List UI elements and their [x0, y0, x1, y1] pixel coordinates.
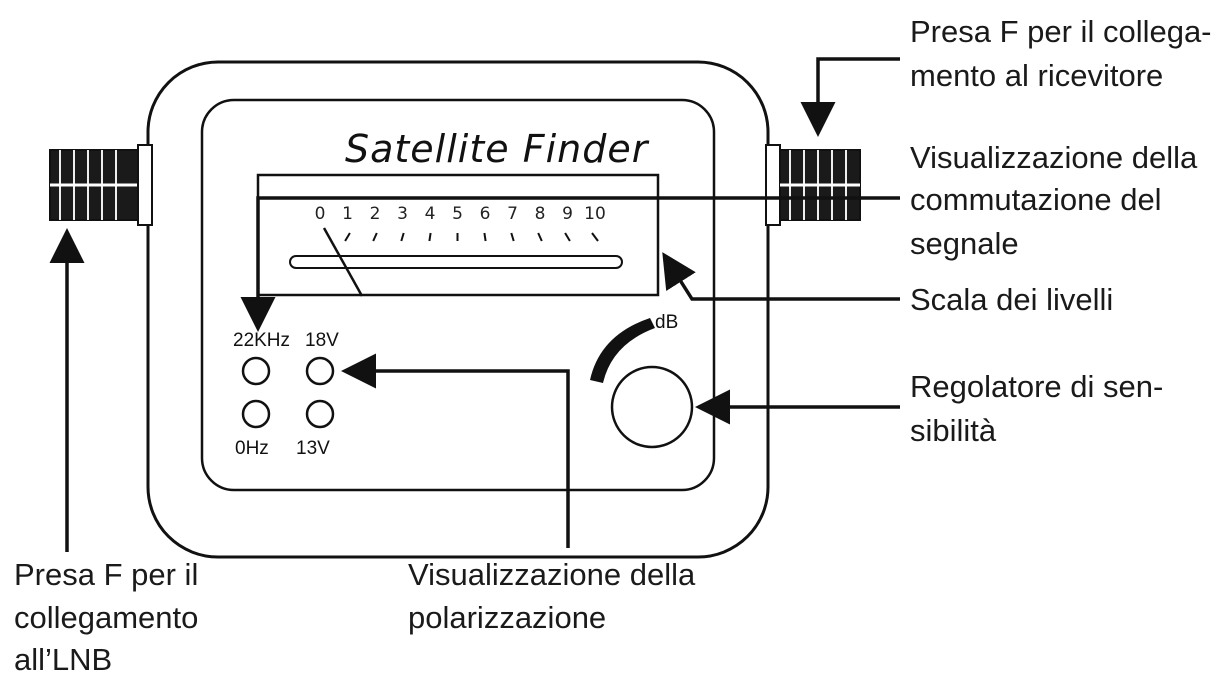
led-label-0hz: 0Hz: [235, 438, 269, 459]
scale-number: 6: [480, 204, 491, 224]
scale-number: 7: [507, 204, 518, 224]
callout-lnb-line-3: all’LNB: [14, 642, 112, 677]
scale-number: 10: [584, 204, 606, 224]
scale-number: 9: [562, 204, 573, 224]
receiver-f-connector: [765, 144, 861, 226]
device-brand: Satellite Finder: [345, 127, 650, 171]
scale-tick: [428, 232, 432, 242]
sensitivity-knob-assembly: dB: [590, 312, 694, 449]
scale-number: 5: [452, 204, 463, 224]
callout-signal-line-1: Visualizzazione della: [910, 140, 1198, 175]
led-18v: [305, 356, 335, 386]
scale-tick: [400, 232, 405, 242]
callout-lnb-line-2: collegamento: [14, 600, 198, 635]
arrow-level-scale: [662, 252, 900, 301]
lnb-f-connector: [49, 144, 153, 226]
callout-polarization: Visualizzazione della polarizzazione: [408, 557, 696, 635]
callout-polarization-line-1: Visualizzazione della: [408, 557, 696, 592]
callout-receiver-line-1: Presa F per il collega-: [910, 14, 1212, 49]
scale-number: 3: [397, 204, 408, 224]
scale-tick: [483, 232, 487, 242]
scale-tick: [344, 232, 351, 242]
arrow-receiver-connector: [800, 57, 900, 137]
callout-lnb-line-1: Presa F per il: [14, 557, 198, 592]
arrow-signal-switch: [240, 196, 900, 332]
scale-tick: [372, 232, 378, 242]
led-panel: 22KHz 18V 0Hz 13V: [233, 330, 339, 459]
led-22khz: [241, 356, 271, 386]
led-label-13v: 13V: [296, 438, 330, 459]
scale-tick: [510, 232, 515, 242]
sensitivity-knob: [610, 365, 694, 449]
scale-number: 8: [535, 204, 546, 224]
callout-level-line-1: Scala dei livelli: [910, 282, 1113, 317]
scale-tick: [537, 232, 543, 242]
callout-signal-switch: Visualizzazione della commutazione del s…: [910, 140, 1198, 261]
db-label: dB: [655, 312, 678, 333]
scale-tick: [591, 232, 599, 242]
callout-signal-line-2: commutazione del: [910, 182, 1162, 217]
scale-number: 1: [342, 204, 353, 224]
scale-ticks: [344, 232, 599, 242]
db-arc-indicator: [590, 318, 655, 383]
led-label-18v: 18V: [305, 330, 339, 351]
callout-knob-line-1: Regolatore di sen-: [910, 369, 1163, 404]
meter-needle: [322, 227, 364, 297]
callout-lnb-connector: Presa F per il collegamento all’LNB: [14, 557, 198, 677]
callout-receiver-connector: Presa F per il collega- mento al ricevit…: [910, 14, 1212, 93]
led-0hz: [241, 399, 271, 429]
callout-signal-line-3: segnale: [910, 226, 1019, 261]
callout-level-scale: Scala dei livelli: [910, 282, 1113, 317]
callout-knob-line-2: sibilità: [910, 413, 997, 448]
callout-polarization-line-2: polarizzazione: [408, 600, 606, 635]
led-13v: [305, 399, 335, 429]
callout-receiver-line-2: mento al ricevitore: [910, 58, 1163, 93]
scale-tick: [564, 232, 571, 242]
led-label-22khz: 22KHz: [233, 330, 290, 351]
scale-number: 4: [425, 204, 436, 224]
scale-number: 0: [315, 204, 326, 224]
callout-arrows: [49, 57, 900, 552]
callout-sensitivity-knob: Regolatore di sen- sibilità: [910, 369, 1163, 448]
arrow-polarization: [341, 353, 570, 548]
scale-number: 2: [370, 204, 381, 224]
